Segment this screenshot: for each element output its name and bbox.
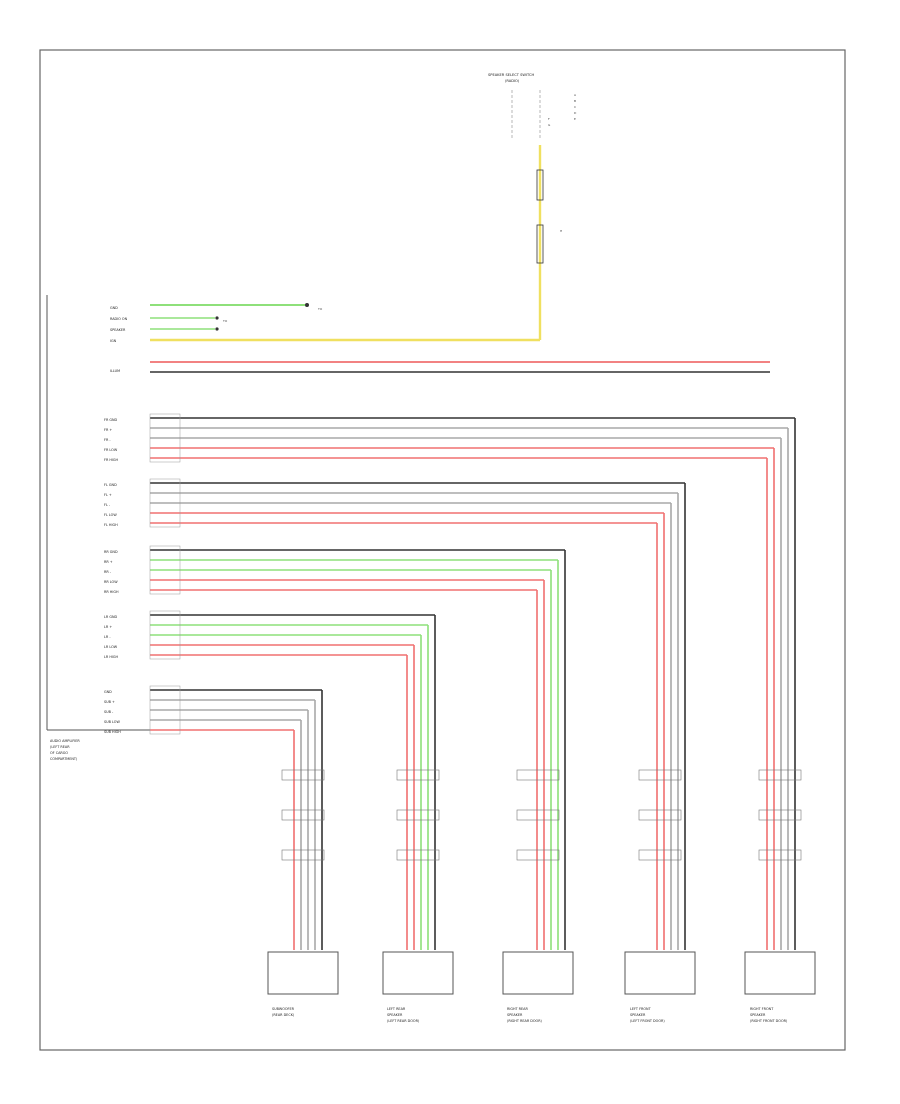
component-label: RIGHT FRONT	[750, 1007, 774, 1011]
switch-note-line-1: SPEAKER SELECT SWITCH	[488, 73, 535, 77]
pin-label: SUB LOW	[104, 720, 120, 724]
connector	[281, 849, 325, 861]
top-block-labels: GND RADIO ON SPEAKER IGN ILLUM	[110, 306, 128, 373]
connector	[149, 478, 181, 528]
amp-label-line: AUDIO AMPLIFIER	[50, 739, 80, 743]
svg-text:TO: TO	[317, 307, 323, 311]
pin-label: LR GND	[104, 615, 117, 619]
connector	[396, 809, 440, 821]
pin-label: SPEAKER	[110, 328, 126, 332]
pin-label: GND	[110, 306, 118, 310]
speaker-box	[502, 951, 574, 995]
pin-label: FL -	[104, 503, 111, 507]
connector	[638, 809, 682, 821]
amplifier-label: AUDIO AMPLIFIER (LEFT REAR OF CARGO COMP…	[50, 739, 80, 761]
svg-text:D: D	[574, 111, 577, 115]
connector	[281, 769, 325, 781]
pin-label: RR HIGH	[104, 590, 119, 594]
component-label: SPEAKER	[507, 1013, 523, 1017]
pin-label: FR HIGH	[104, 458, 119, 462]
pin-label: RR LOW	[104, 580, 118, 584]
connector	[396, 849, 440, 861]
svg-text:B: B	[574, 99, 576, 103]
pin-label: ILLUM	[110, 369, 120, 373]
pin-label: SUB HIGH	[104, 730, 121, 734]
component-label: (LEFT REAR DOOR)	[387, 1019, 420, 1023]
pin-label: SUB +	[104, 700, 115, 704]
speaker-components	[267, 769, 816, 995]
pin-label: GND	[104, 690, 112, 694]
pin-label: LR LOW	[104, 645, 118, 649]
svg-text:G: G	[548, 123, 551, 127]
amp-label-line: OF CARGO	[50, 751, 68, 755]
speaker-box	[624, 951, 696, 995]
component-label: (RIGHT FRONT DOOR)	[750, 1019, 788, 1023]
pin-label: IGN	[110, 339, 117, 343]
svg-text:H: H	[560, 229, 562, 233]
pin-label: RR GND	[104, 550, 118, 554]
connector	[638, 849, 682, 861]
pin-label: FR LOW	[104, 448, 118, 452]
pin-label: RR +	[104, 560, 113, 564]
speaker-box	[744, 951, 816, 995]
pin-label: SUB -	[104, 710, 114, 714]
connector	[149, 685, 181, 735]
pin-label: LR HIGH	[104, 655, 118, 659]
amp-label-line: (LEFT REAR	[50, 745, 70, 749]
svg-text:TO: TO	[222, 319, 228, 323]
pin-label: LR -	[104, 635, 111, 639]
pin-label: FL +	[104, 493, 112, 497]
component-label: SPEAKER	[750, 1013, 766, 1017]
diagram-border	[39, 49, 846, 1051]
pin-label: FR +	[104, 428, 112, 432]
svg-text:F: F	[548, 117, 550, 121]
component-label: RIGHT REAR	[507, 1007, 528, 1011]
connector	[758, 849, 802, 861]
pin-label: LR +	[104, 625, 112, 629]
component-label: LEFT REAR	[387, 1007, 406, 1011]
component-label: (LEFT FRONT DOOR)	[630, 1019, 665, 1023]
connector	[281, 809, 325, 821]
top-block: TO TO	[150, 303, 770, 373]
component-label: (REAR DECK)	[272, 1013, 295, 1017]
connector	[758, 809, 802, 821]
connector	[758, 769, 802, 781]
connector	[516, 849, 560, 861]
component-label: (RIGHT REAR DOOR)	[507, 1019, 543, 1023]
switch-note-line-2: (RADIO)	[505, 79, 520, 83]
speaker-box	[267, 951, 339, 995]
connector	[149, 610, 181, 660]
component-label: LEFT FRONT	[630, 1007, 652, 1011]
connector	[149, 545, 181, 595]
switch-note: SPEAKER SELECT SWITCH (RADIO) A B C D E …	[488, 73, 577, 233]
amp-label-line: COMPARTMENT)	[50, 757, 78, 761]
component-label: SPEAKER	[387, 1013, 403, 1017]
switch-feed-wire	[150, 145, 544, 342]
pin-label: FL LOW	[104, 513, 117, 517]
connector	[516, 769, 560, 781]
connector	[516, 809, 560, 821]
pin-label: FL GND	[104, 483, 117, 487]
svg-text:E: E	[574, 117, 576, 121]
speaker-box	[382, 951, 454, 995]
connector	[638, 769, 682, 781]
pin-label: RR -	[104, 570, 112, 574]
svg-text:C: C	[574, 105, 576, 109]
pin-label: FL HIGH	[104, 523, 118, 527]
pin-label: FR -	[104, 438, 111, 442]
speaker-wire-groups: FR GND FR + FR - FR LOW FR HIGH FL GND FL + FL …	[104, 413, 796, 950]
svg-text:A: A	[574, 93, 577, 97]
connector	[396, 769, 440, 781]
pin-label: RADIO ON	[110, 317, 128, 321]
pin-label: FR GND	[104, 418, 118, 422]
component-label: SPEAKER	[630, 1013, 646, 1017]
component-labels: SUBWOOFER (REAR DECK) LEFT REAR SPEAKER …	[272, 1007, 788, 1023]
connector	[149, 413, 181, 463]
component-label: SUBWOOFER	[272, 1007, 295, 1011]
